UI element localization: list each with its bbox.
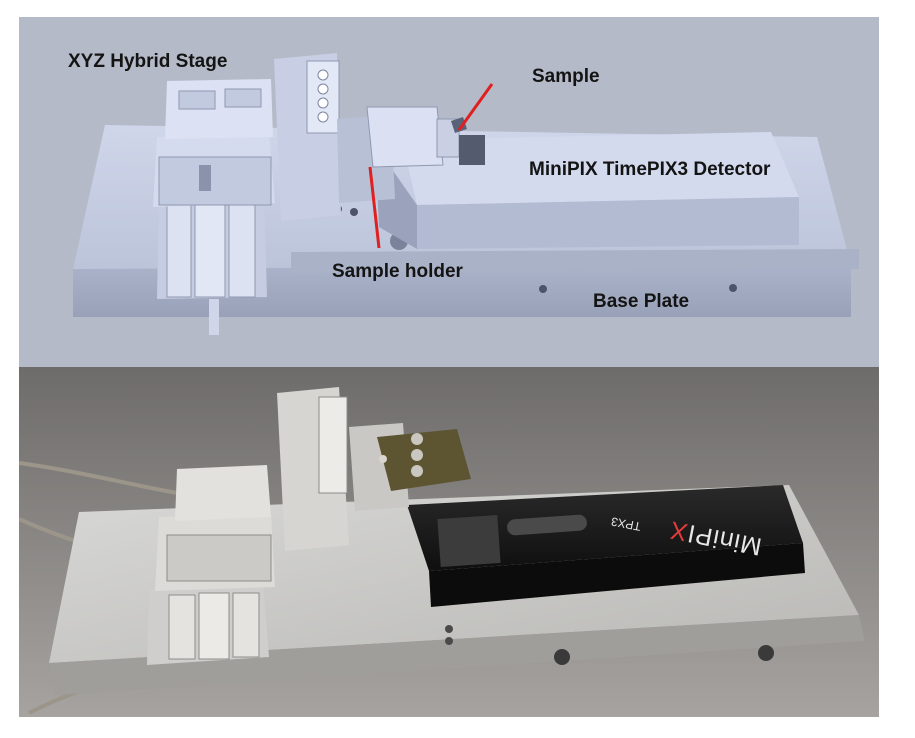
photo-sample-plate [377,429,471,491]
detector-front [417,197,799,249]
stage-rail [194,204,226,298]
cad-render-illustration [73,53,859,335]
cad-render-panel [19,17,879,367]
stage-middle-front [158,156,272,206]
stage-rail [166,204,192,298]
plate-hole [729,284,737,292]
label-sample: Sample [532,66,600,87]
photo-detector-front [429,543,805,607]
stage-knob [209,299,219,335]
photo-detector-window [437,514,501,568]
photo-detector-top [407,485,803,571]
photo-illustration [19,367,879,717]
cable [19,461,190,497]
base-plate-slot [291,249,859,273]
label-base-plate: Base Plate [593,291,690,312]
stage-slot [199,165,211,191]
label-xyz-hybrid-stage: XYZ Hybrid Stage [68,51,228,72]
stage-rail [228,204,256,298]
label-sample-holder: Sample holder [332,261,463,282]
plate-hole [539,285,547,293]
label-minipix-detector: MiniPIX TimePIX3 Detector [529,159,771,180]
photo-stage-top [175,465,271,521]
detector-window [459,135,485,165]
photo-panel [19,367,879,717]
plate-hole [350,208,358,216]
sample-holder [366,106,444,168]
photo-base-plate-front [49,615,865,695]
detector-top [402,132,799,205]
base-plate-front [73,265,851,317]
photo-detector-slot [507,514,587,536]
